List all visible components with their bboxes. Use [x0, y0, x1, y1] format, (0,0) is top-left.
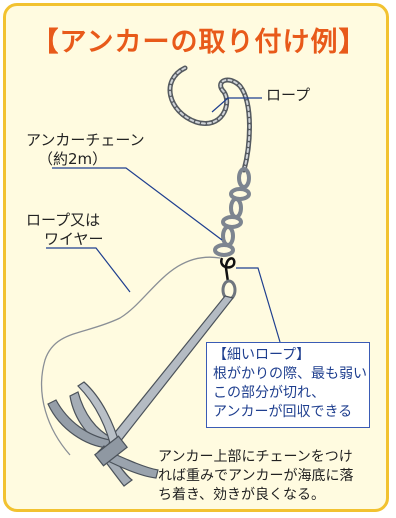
- chain-label-line2: （約2m）: [38, 150, 108, 168]
- diagram-title: 【アンカーの取り付け例】: [31, 27, 367, 58]
- chain-benefit-note-line: れば重みでアンカーが海底に落: [158, 468, 354, 484]
- thin-rope: [220, 257, 236, 283]
- chain-benefit-note: アンカー上部にチェーンをつけ れば重みでアンカーが海底に落 ち着き、効きが良くな…: [158, 448, 380, 505]
- anchor: [47, 279, 237, 487]
- rope-or-wire-label-line2: ワイヤー: [44, 230, 104, 248]
- thin-rope-note-line: この部分が切れ、: [213, 385, 326, 401]
- chain-benefit-note-line: アンカー上部にチェーンをつけ: [158, 449, 353, 465]
- thin-rope-note-heading: 【細いロープ】: [213, 347, 311, 363]
- thin-rope-note-line: アンカーが回収できる: [213, 404, 353, 420]
- rope-wire-loop: [41, 256, 221, 456]
- leader-lines: [46, 97, 281, 343]
- rope-or-wire-label-line1: ロープ又は: [26, 211, 101, 229]
- anchor-chain: [213, 167, 251, 257]
- chain-label-line1: アンカーチェーン: [26, 131, 145, 149]
- thin-rope-note-box: 【細いロープ】 根がかりの際、最も弱い この部分が切れ、 アンカーが回収できる: [206, 342, 370, 428]
- chain-benefit-note-line: ち着き、効きが良くなる。: [158, 487, 326, 503]
- rope-label: ロープ: [266, 86, 311, 104]
- thin-rope-note-line: 根がかりの際、最も弱い: [213, 366, 367, 382]
